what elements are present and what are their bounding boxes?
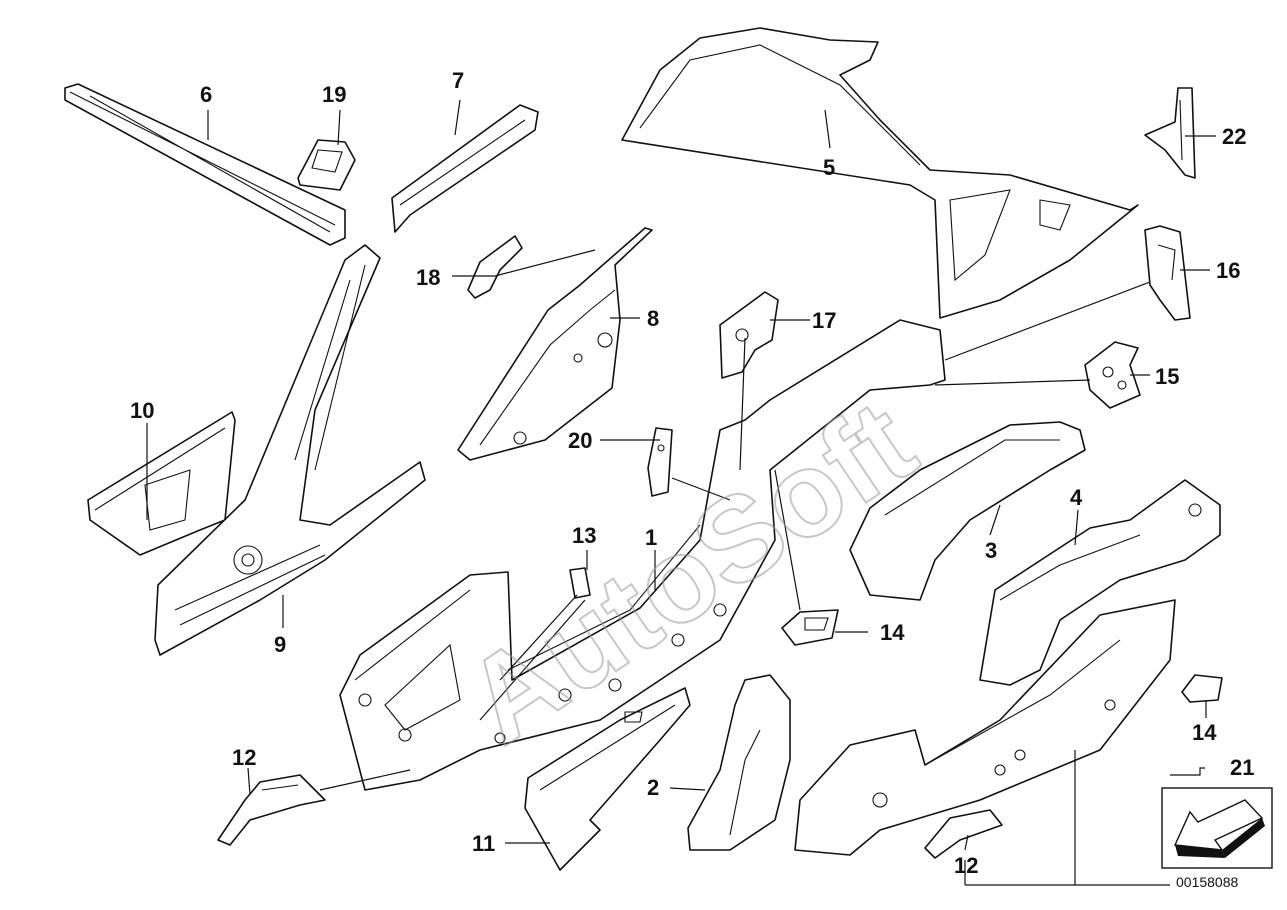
orientation-box [1161,787,1273,869]
catalog-number: 00158088 [1176,874,1239,890]
callout-8: 8 [647,306,659,331]
callout-17: 17 [812,308,836,333]
callout-11: 11 [472,831,495,856]
callout-5: 5 [823,155,835,180]
part-11-sill-front[interactable] [524,687,691,871]
callout-2: 2 [647,775,659,800]
callout-16: 16 [1216,258,1240,283]
part-12-bracket-left[interactable] [217,774,326,846]
callout-12-right: 12 [954,853,978,878]
part-6-roof-rail[interactable] [64,83,346,246]
callout-22: 22 [1222,124,1246,149]
part-7-pillar-upper[interactable] [391,104,539,233]
part-10-panel[interactable] [87,411,236,556]
callout-13: 13 [572,523,596,548]
callout-6: 6 [200,82,212,107]
part-16-bracket[interactable] [1144,225,1191,321]
callout-19: 19 [322,82,346,107]
part-15-bracket[interactable] [1084,341,1141,409]
callout-14-upper: 14 [880,620,905,645]
part-2-pillar-lower[interactable] [687,674,791,851]
callout-4: 4 [1070,485,1083,510]
part-5-rear-side-frame[interactable] [621,27,1139,319]
part-9-side-panel[interactable] [154,244,426,656]
part-8-pillar-inner[interactable] [457,227,653,461]
part-22-bracket[interactable] [1144,87,1196,179]
callout-15: 15 [1155,364,1179,389]
callout-18: 18 [416,265,440,290]
part-17-bracket[interactable] [719,291,779,379]
part-4-wheel-arch-outer[interactable] [979,479,1221,686]
callout-10: 10 [130,398,154,423]
part-20-plate[interactable] [647,427,673,497]
leader-lines [146,99,1216,886]
callout-9: 9 [274,632,286,657]
part-12-bracket-right[interactable] [924,809,1003,859]
part-14-bracket-lower[interactable] [1181,674,1223,703]
part-1-side-frame-inner[interactable] [339,319,946,791]
part-13-bracket[interactable] [569,567,591,599]
callout-20: 20 [568,428,592,453]
callout-14-lower: 14 [1192,720,1217,745]
direction-arrow-icon [1173,799,1264,851]
callout-labels: 1 2 3 4 5 6 7 8 9 10 11 12 12 13 14 14 1… [130,68,1254,878]
callout-12-left: 12 [232,745,256,770]
part-19-bracket[interactable] [297,139,356,191]
part-21-sill-rear[interactable] [794,599,1176,856]
callout-21: 21 [1230,755,1254,780]
part-18-bracket[interactable] [467,235,523,299]
part-14-bracket-upper[interactable] [781,609,839,646]
callout-1: 1 [645,525,657,550]
callout-3: 3 [985,538,997,563]
part-3-wheel-arch-inner[interactable] [849,421,1086,601]
callout-7: 7 [452,68,464,93]
